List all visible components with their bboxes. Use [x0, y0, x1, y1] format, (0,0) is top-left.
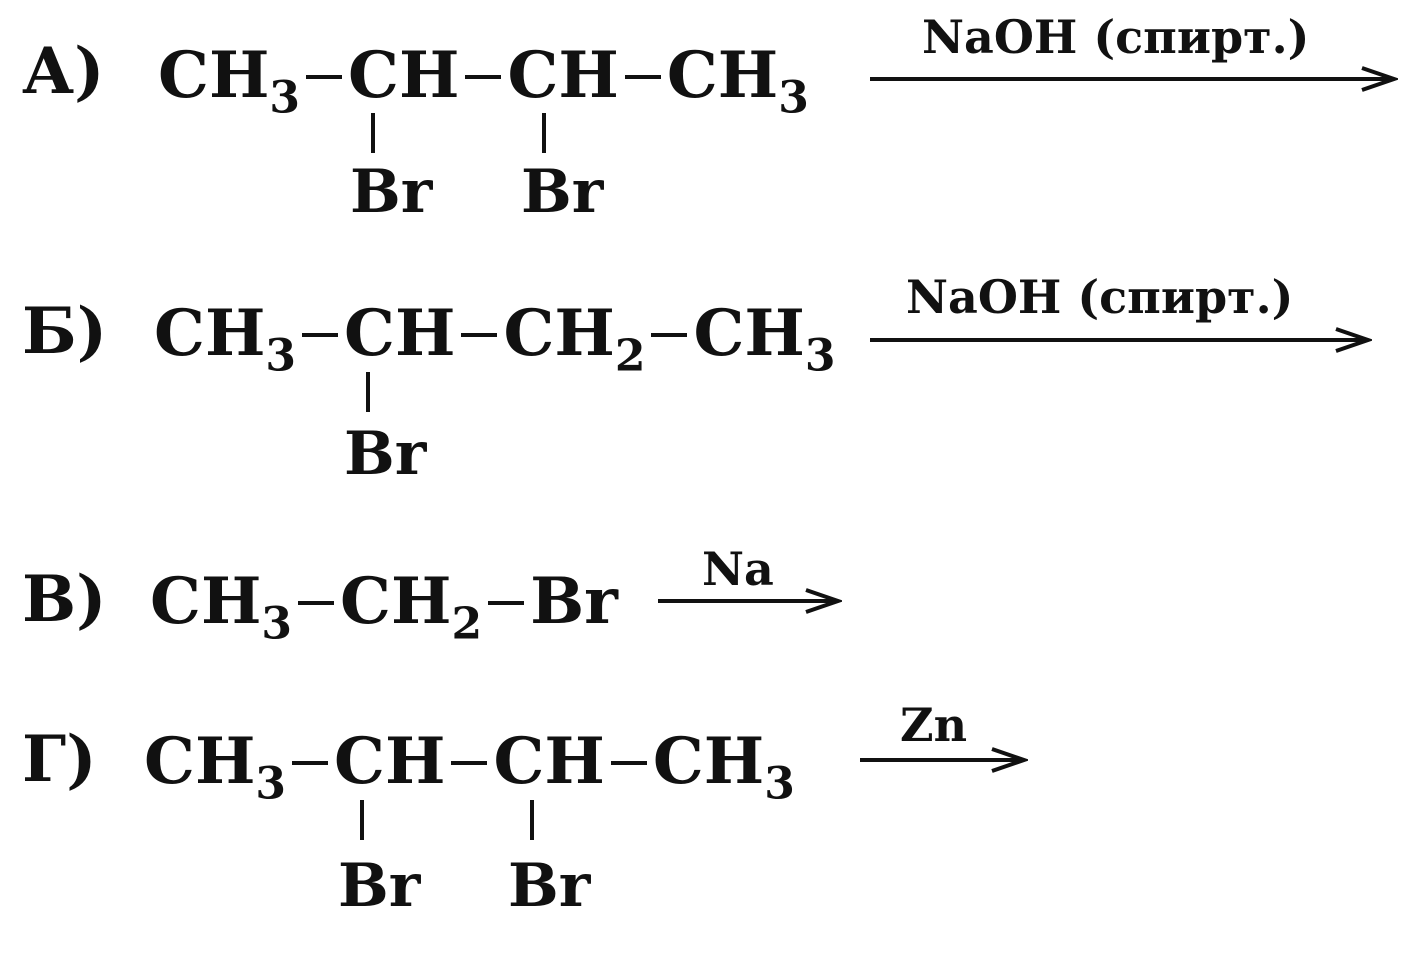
- substituent-br: Br: [350, 157, 433, 227]
- vertical-bond: [371, 113, 375, 153]
- vertical-bond: [542, 113, 546, 153]
- single-bond: [306, 74, 343, 79]
- reagent-label: Zn: [900, 698, 968, 752]
- substituent-br: Br: [338, 851, 421, 921]
- vertical-bond: [530, 800, 534, 840]
- group-ch3: CH3: [154, 296, 297, 382]
- group-ch3: CH3: [144, 724, 287, 810]
- single-bond: [465, 74, 502, 79]
- single-bond: [624, 74, 661, 79]
- group-ch: CH: [334, 724, 446, 799]
- group-ch2: CH2: [503, 296, 646, 382]
- reagent-label: NaOH (спирт.): [906, 270, 1294, 324]
- vertical-bond: [366, 372, 370, 412]
- reaction-arrow-icon: [870, 66, 1398, 92]
- single-bond: [292, 760, 329, 765]
- group-ch: CH: [493, 724, 605, 799]
- reaction-arrow-icon: [870, 327, 1372, 353]
- vertical-bond: [360, 800, 364, 840]
- single-bond: [461, 332, 498, 337]
- group-ch3: CH3: [666, 38, 809, 124]
- group-ch3: CH3: [150, 564, 293, 650]
- group-ch: CH: [507, 38, 619, 113]
- substituent-br: Br: [521, 157, 604, 227]
- group-ch3: CH3: [158, 38, 301, 124]
- group-ch2: CH2: [340, 564, 483, 650]
- single-bond: [488, 600, 525, 605]
- single-bond: [451, 760, 488, 765]
- reaction-arrow-icon: [860, 747, 1028, 773]
- single-bond: [610, 760, 647, 765]
- group-ch3: CH3: [693, 296, 836, 382]
- reagent-label: Na: [702, 542, 774, 596]
- single-bond: [298, 600, 335, 605]
- group-ch: CH: [344, 296, 456, 371]
- reactant-formula: CH3 CH CH CH3: [158, 38, 809, 124]
- reactant-formula: CH3 CH CH CH3: [144, 724, 795, 810]
- reaction-label: В): [22, 562, 107, 637]
- reaction-label: Б): [22, 294, 107, 369]
- single-bond: [302, 332, 339, 337]
- reaction-label: Г): [22, 722, 97, 797]
- group-br: Br: [530, 564, 618, 639]
- substituent-br: Br: [508, 851, 591, 921]
- reactant-formula: CH3 CH CH2 CH3: [154, 296, 836, 382]
- group-ch3: CH3: [652, 724, 795, 810]
- single-bond: [651, 332, 688, 337]
- reaction-label: А): [22, 34, 105, 109]
- reactant-formula: CH3 CH2 Br: [150, 564, 618, 650]
- reaction-arrow-icon: [658, 588, 842, 614]
- substituent-br: Br: [344, 419, 427, 489]
- reagent-label: NaOH (спирт.): [922, 10, 1310, 64]
- group-ch: CH: [348, 38, 460, 113]
